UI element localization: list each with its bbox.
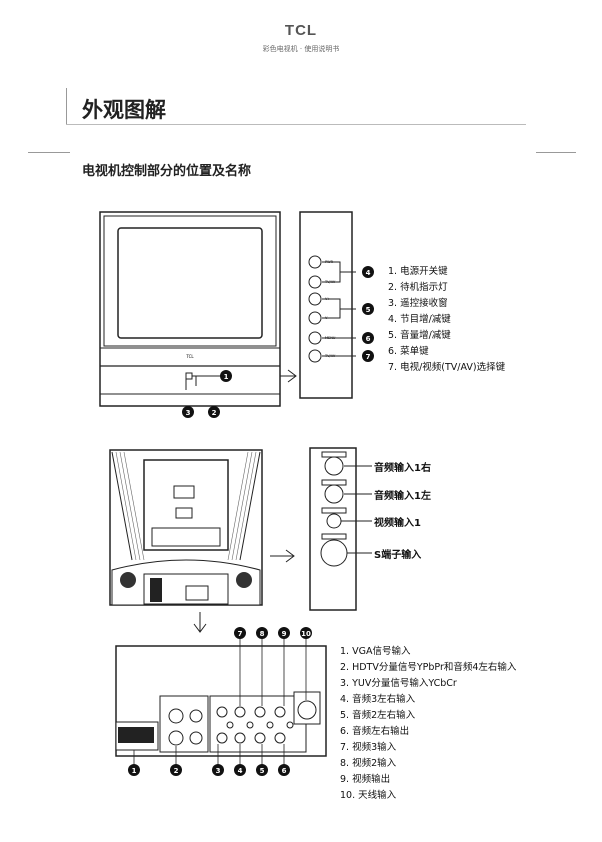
callout-marker <box>278 764 290 776</box>
callout-number: 4 <box>238 767 243 775</box>
legend-item: 5. 音量增/减键 <box>388 330 451 341</box>
callout-number: 2 <box>174 767 179 775</box>
callout-number: 3 <box>186 409 191 417</box>
callout-number: 5 <box>366 306 371 314</box>
callout-marker <box>362 332 374 344</box>
callout-marker <box>256 627 268 639</box>
tv-rear-diagram <box>109 449 295 633</box>
section-title: 电视机控制部分的位置及名称 <box>82 164 252 179</box>
callout-number: 8 <box>260 630 265 638</box>
legend-item: 3. YUV分量信号输入YCbCr <box>340 678 457 689</box>
legend-item: 6. 菜单键 <box>388 346 429 357</box>
callout-number: 10 <box>301 630 311 638</box>
callout-marker <box>362 350 374 362</box>
legend-item: 2. 待机指示灯 <box>388 282 448 293</box>
tv-front-logo: TCL <box>185 354 194 359</box>
tv-front-diagram <box>99 211 297 407</box>
side-button-label: TV/AV <box>324 354 336 358</box>
legend-item: 8. 视频2输入 <box>340 758 397 769</box>
legend-item: 10. 天线输入 <box>340 790 397 801</box>
callout-number: 7 <box>366 353 371 361</box>
side-button-label: MENU <box>325 336 336 340</box>
front-legend: 1. 电源开关键 2. 待机指示灯 3. 遥控接收窗 4. 节目增/减键 5. … <box>388 264 505 376</box>
callout-marker <box>128 764 140 776</box>
rear-callouts: 1 2 3 4 5 6 7 8 9 10 <box>128 627 312 776</box>
callout-number: 4 <box>366 269 371 277</box>
callout-marker <box>182 406 194 418</box>
callout-marker <box>170 764 182 776</box>
brand-logo: TCL <box>284 22 318 39</box>
divider <box>66 124 526 125</box>
side-button-label: V+ <box>325 297 330 301</box>
callout-number: 5 <box>260 767 265 775</box>
callout-marker <box>300 627 312 639</box>
divider <box>28 152 70 153</box>
callout-marker <box>234 764 246 776</box>
legend-item: 4. 节目增/减键 <box>388 314 451 325</box>
side-label: 视频输入1 <box>374 518 421 529</box>
callout-number: 6 <box>366 335 371 343</box>
legend-item: 1. VGA信号输入 <box>340 646 411 657</box>
legend-item: 5. 音频2左右输入 <box>340 710 416 721</box>
callout-number: 6 <box>282 767 287 775</box>
side-av-panel <box>309 447 372 611</box>
divider <box>536 152 576 153</box>
legend-item: 6. 音频左右输出 <box>340 726 410 737</box>
callout-marker <box>220 370 232 382</box>
legend-item: 3. 遥控接收窗 <box>388 298 448 309</box>
callout-marker <box>278 627 290 639</box>
page-title: 外观图解 <box>82 98 166 122</box>
side-button-label: PWR <box>325 260 334 264</box>
front-control-strip <box>299 211 356 399</box>
callout-marker <box>362 266 374 278</box>
legend-item: 7. 电视/视频(TV/AV)选择键 <box>388 362 506 373</box>
side-button-label: TV/AV <box>324 280 336 284</box>
callout-marker <box>256 764 268 776</box>
callout-marker <box>362 303 374 315</box>
side-label: 音频输入1左 <box>374 491 431 502</box>
manual-subtitle: 彩色电视机 · 使用说明书 <box>262 45 340 53</box>
legend-item: 2. HDTV分量信号YPbPr和音频4左右输入 <box>340 662 517 673</box>
callout-marker <box>212 764 224 776</box>
callout-number: 2 <box>212 409 217 417</box>
rear-legend: 1. VGA信号输入 2. HDTV分量信号YPbPr和音频4左右输入 3. Y… <box>340 644 516 804</box>
side-button-label: V- <box>325 316 329 320</box>
side-label: S端子输入 <box>374 550 422 561</box>
rear-connector-panel <box>115 638 327 764</box>
side-label: 音频输入1右 <box>374 463 431 474</box>
legend-item: 9. 视频输出 <box>340 774 391 785</box>
legend-item: 4. 音频3左右输入 <box>340 694 416 705</box>
legend-item: 1. 电源开关键 <box>388 266 448 277</box>
legend-item: 7. 视频3输入 <box>340 742 397 753</box>
callout-number: 1 <box>224 373 229 381</box>
front-callouts: 1 2 3 4 5 6 7 <box>182 266 374 418</box>
callout-marker <box>208 406 220 418</box>
divider <box>66 88 67 124</box>
callout-number: 3 <box>216 767 221 775</box>
callout-number: 1 <box>132 767 137 775</box>
callout-number: 9 <box>282 630 287 638</box>
callout-number: 7 <box>238 630 243 638</box>
callout-marker <box>234 627 246 639</box>
